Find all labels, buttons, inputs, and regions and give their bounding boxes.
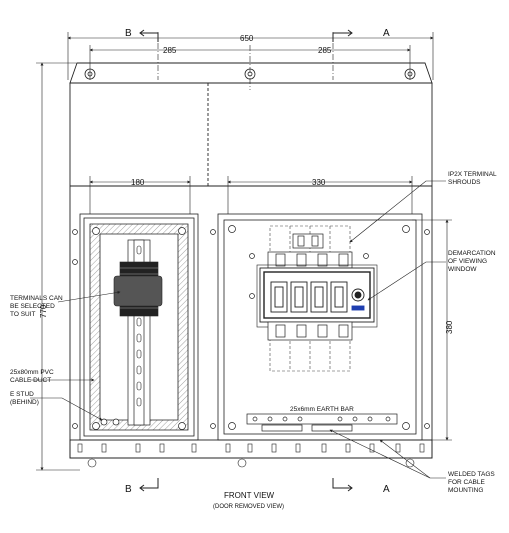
dim-overall-height: 770	[39, 304, 48, 318]
dim-overall-width: 650	[240, 34, 254, 43]
terminals-label-line3: TO SUIT	[10, 311, 36, 318]
ip2x-label-line2: SHROUDS	[448, 179, 481, 186]
view-subtitle: (DOOR REMOVED VIEW)	[213, 504, 284, 510]
top-terminals	[267, 233, 353, 269]
earth-bar-label: 25x6mm EARTH BAR	[290, 406, 354, 413]
e-stud-label-line2: (BEHIND)	[10, 399, 39, 406]
left-chamber	[79, 213, 199, 441]
e-stud	[100, 418, 120, 426]
section-mark-b-top	[139, 29, 159, 42]
section-mark-a-bottom	[332, 478, 353, 492]
demarcation-label-line1: DEMARCATION	[448, 250, 496, 257]
top-dimensions	[67, 32, 434, 90]
welded-tags-label-line2: FOR CABLE	[448, 479, 486, 486]
ip2x-label-line1: IP2X TERMINAL	[448, 171, 497, 178]
section-label-a-top: A	[383, 28, 390, 39]
section-label-a-bottom: A	[383, 484, 390, 495]
dim-right-panel-height: 380	[445, 320, 454, 334]
welded-tags	[77, 443, 425, 468]
section-label-b-top: B	[125, 28, 132, 39]
right-chamber	[217, 213, 423, 441]
cable-duct-label-line1: 25x80mm PVC	[10, 369, 54, 376]
welded-tags-label-line3: MOUNTING	[448, 487, 483, 494]
section-mark-a-top	[332, 29, 353, 42]
terminals-label-line2: BE SELECTED	[10, 303, 55, 310]
bottom-terminals	[267, 321, 353, 341]
dim-right-panel-width: 330	[312, 178, 326, 187]
terminals-label-line1: TERMINALS CAN	[10, 295, 63, 302]
e-stud-label-line1: E STUD	[10, 391, 34, 398]
flange-holes	[84, 68, 416, 80]
left-chamber-screws	[72, 227, 186, 430]
demarcation-label-line3: WINDOW	[448, 266, 477, 273]
switch-disconnector	[259, 267, 375, 323]
terminal-block	[113, 261, 163, 317]
section-label-b-bottom: B	[125, 484, 132, 495]
dim-left-half: 285	[163, 46, 177, 55]
din-rail-slots	[136, 245, 142, 407]
welded-tags-label-line1: WELDED TAGS	[448, 471, 495, 478]
section-mark-b-bottom	[139, 478, 159, 492]
enclosure	[69, 62, 433, 459]
dim-right-half: 285	[318, 46, 332, 55]
cable-duct-label-line2: CABLE DUCT	[10, 377, 51, 384]
leader-lines	[30, 180, 446, 479]
view-title: FRONT VIEW	[224, 491, 275, 500]
demarcation-label-line2: OF VIEWING	[448, 258, 487, 265]
dim-left-panel-width: 180	[131, 178, 145, 187]
right-chamber-screws	[210, 225, 430, 430]
earth-bar	[246, 413, 398, 432]
